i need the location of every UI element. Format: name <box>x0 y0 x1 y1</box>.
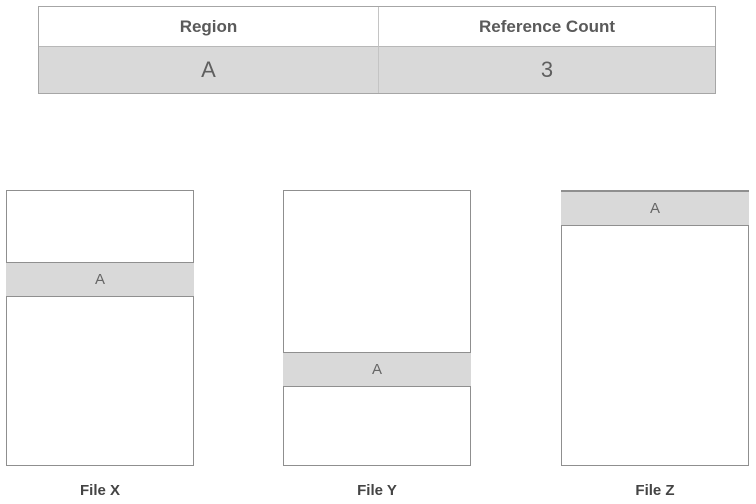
cell-region-value: A <box>39 47 379 93</box>
file-x-label: File X <box>79 482 120 499</box>
header-region: Region <box>39 7 379 47</box>
file-z-region-a: A <box>561 191 749 226</box>
file-x-box: A <box>6 190 194 466</box>
file-y-region-a: A <box>283 352 471 387</box>
file-z-label: File Z <box>635 482 675 499</box>
reference-count-table: Region Reference Count A 3 <box>38 6 716 94</box>
header-reference-count: Reference Count <box>379 7 715 47</box>
cell-reference-count-value: 3 <box>379 47 715 93</box>
file-y-label: File Y <box>357 482 397 499</box>
file-x-region-a: A <box>6 262 194 297</box>
file-z-box: A <box>561 190 749 466</box>
file-y-box: A <box>283 190 471 466</box>
